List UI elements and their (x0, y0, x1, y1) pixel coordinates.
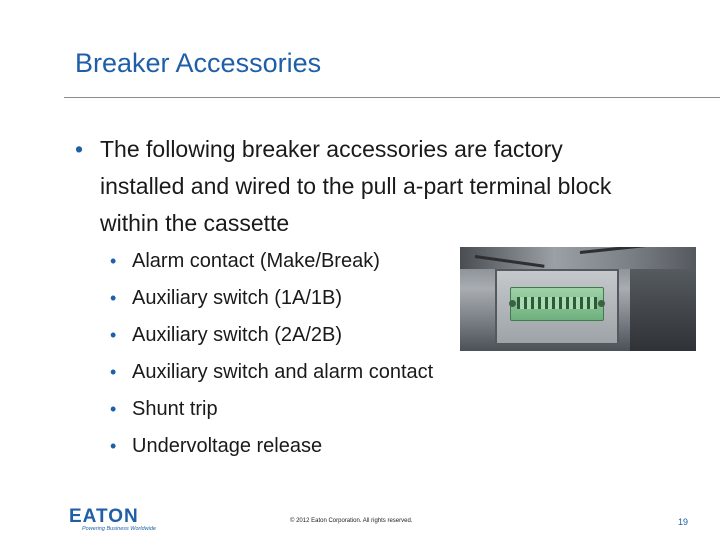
bullet-dot: • (110, 325, 117, 345)
accessory-item: • Shunt trip (110, 393, 433, 430)
accessory-label: Shunt trip (132, 398, 218, 420)
copyright: © 2012 Eaton Corporation. All rights res… (290, 518, 413, 524)
page-number: 19 (678, 517, 689, 527)
bullet-dot: • (110, 251, 117, 271)
terminal-block-photo (460, 247, 696, 351)
slide-title: Breaker Accessories (75, 48, 322, 78)
accessory-label: Auxiliary switch (1A/1B) (132, 287, 343, 309)
bullet-dot: • (110, 399, 117, 419)
bullet-dot: • (110, 288, 117, 308)
connector-screw (598, 300, 605, 307)
accessory-item: • Alarm contact (Make/Break) (110, 245, 433, 282)
terminal-connector (509, 287, 605, 321)
accessory-list: • Alarm contact (Make/Break) • Auxiliary… (110, 245, 433, 467)
title-rule (64, 97, 720, 98)
bullet-dot: • (110, 362, 117, 382)
intro-bullet: • The following breaker accessories are … (75, 131, 615, 242)
connector-screw (509, 300, 516, 307)
intro-bullet-text: The following breaker accessories are fa… (100, 136, 612, 236)
accessory-label: Auxiliary switch and alarm contact (132, 361, 434, 383)
logo-tagline: Powering Business Worldwide (82, 526, 156, 532)
accessory-label: Alarm contact (Make/Break) (132, 250, 380, 272)
accessory-item: • Auxiliary switch (1A/1B) (110, 282, 433, 319)
eaton-logo: EATON Powering Business Worldwide (68, 505, 156, 535)
svg-text:EATON: EATON (69, 506, 139, 525)
accessory-label: Undervoltage release (132, 435, 323, 457)
accessory-item: • Auxiliary switch and alarm contact (110, 356, 433, 393)
accessory-item: • Auxiliary switch (2A/2B) (110, 319, 433, 356)
bullet-dot: • (110, 436, 117, 456)
photo-dark-panel (630, 269, 696, 351)
accessory-label: Auxiliary switch (2A/2B) (132, 324, 343, 346)
connector-pins (517, 297, 597, 309)
eaton-wordmark-icon: EATON (69, 506, 139, 525)
accessory-item: • Undervoltage release (110, 430, 433, 467)
bullet-dot: • (75, 136, 84, 162)
